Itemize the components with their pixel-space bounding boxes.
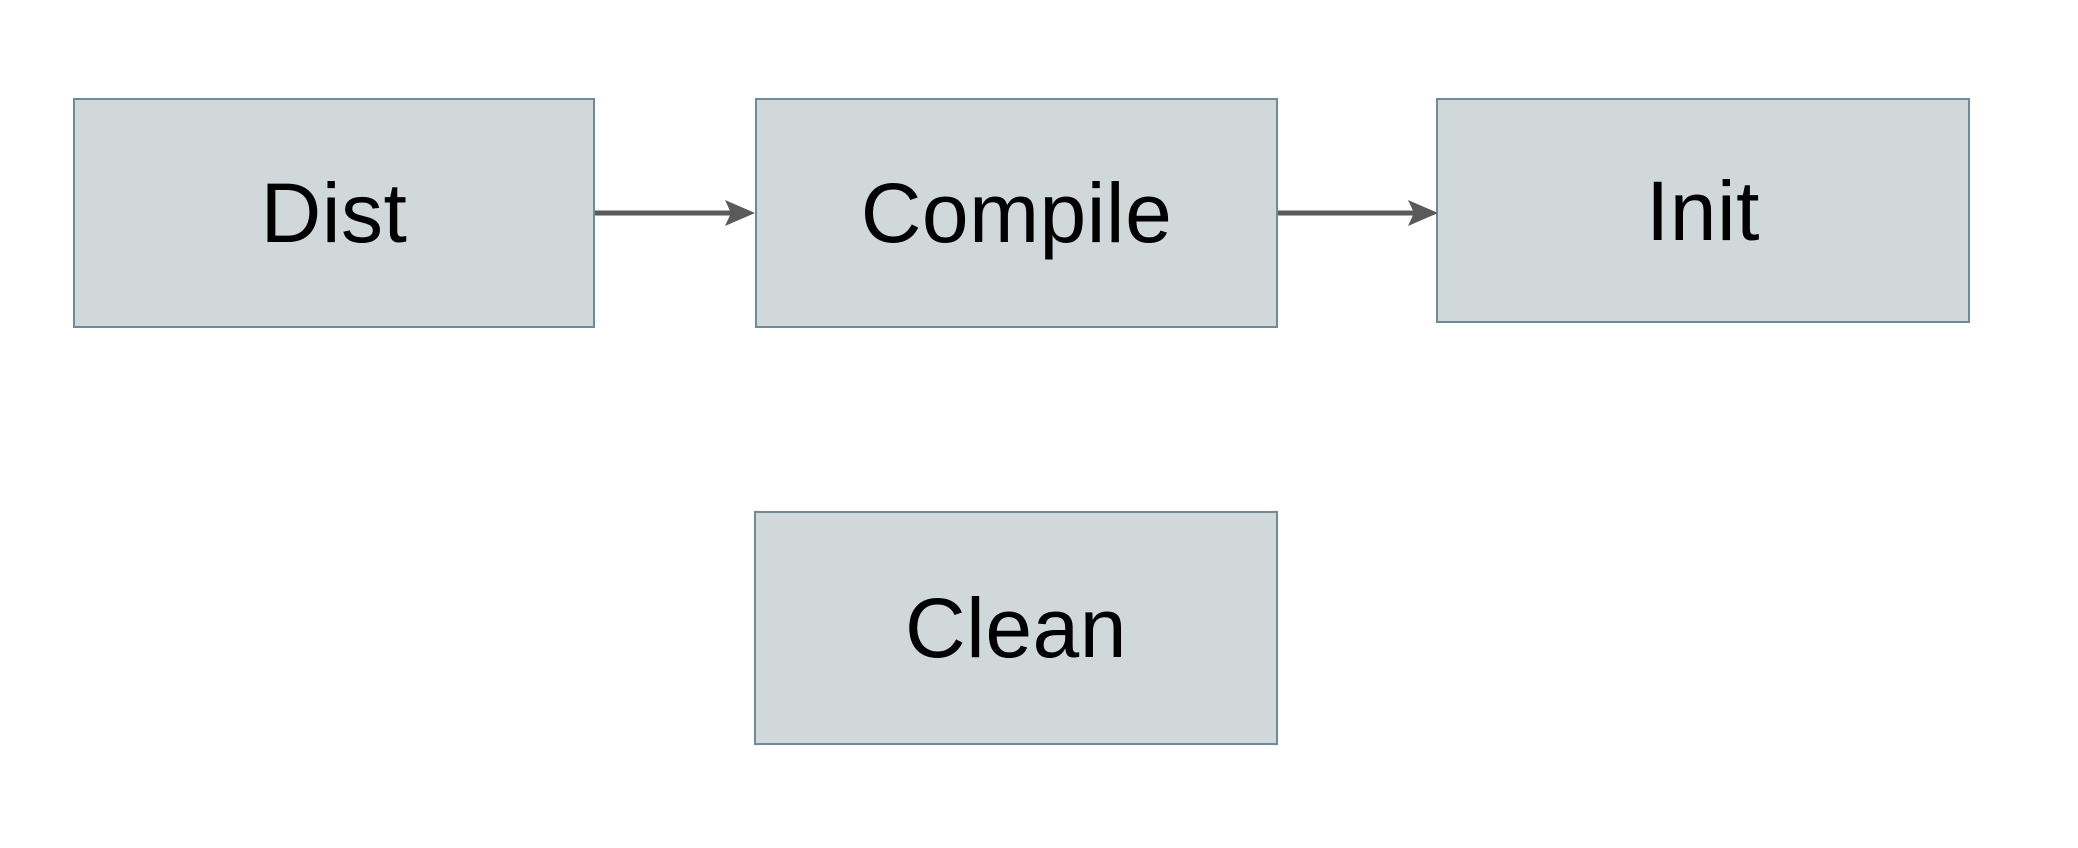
arrowhead-icon	[725, 200, 755, 226]
edge-dist-to-compile	[595, 200, 755, 226]
node-init-label: Init	[1645, 163, 1761, 258]
node-dist-label: Dist	[260, 166, 408, 260]
node-clean-label: Clean	[905, 581, 1127, 675]
edge-compile-to-init	[1278, 200, 1438, 226]
node-init[interactable]: Init	[1436, 98, 1970, 323]
node-compile-label: Compile	[860, 166, 1173, 260]
node-compile[interactable]: Compile	[755, 98, 1278, 328]
node-clean[interactable]: Clean	[754, 511, 1278, 745]
arrowhead-icon	[1408, 200, 1438, 226]
node-dist[interactable]: Dist	[73, 98, 595, 328]
